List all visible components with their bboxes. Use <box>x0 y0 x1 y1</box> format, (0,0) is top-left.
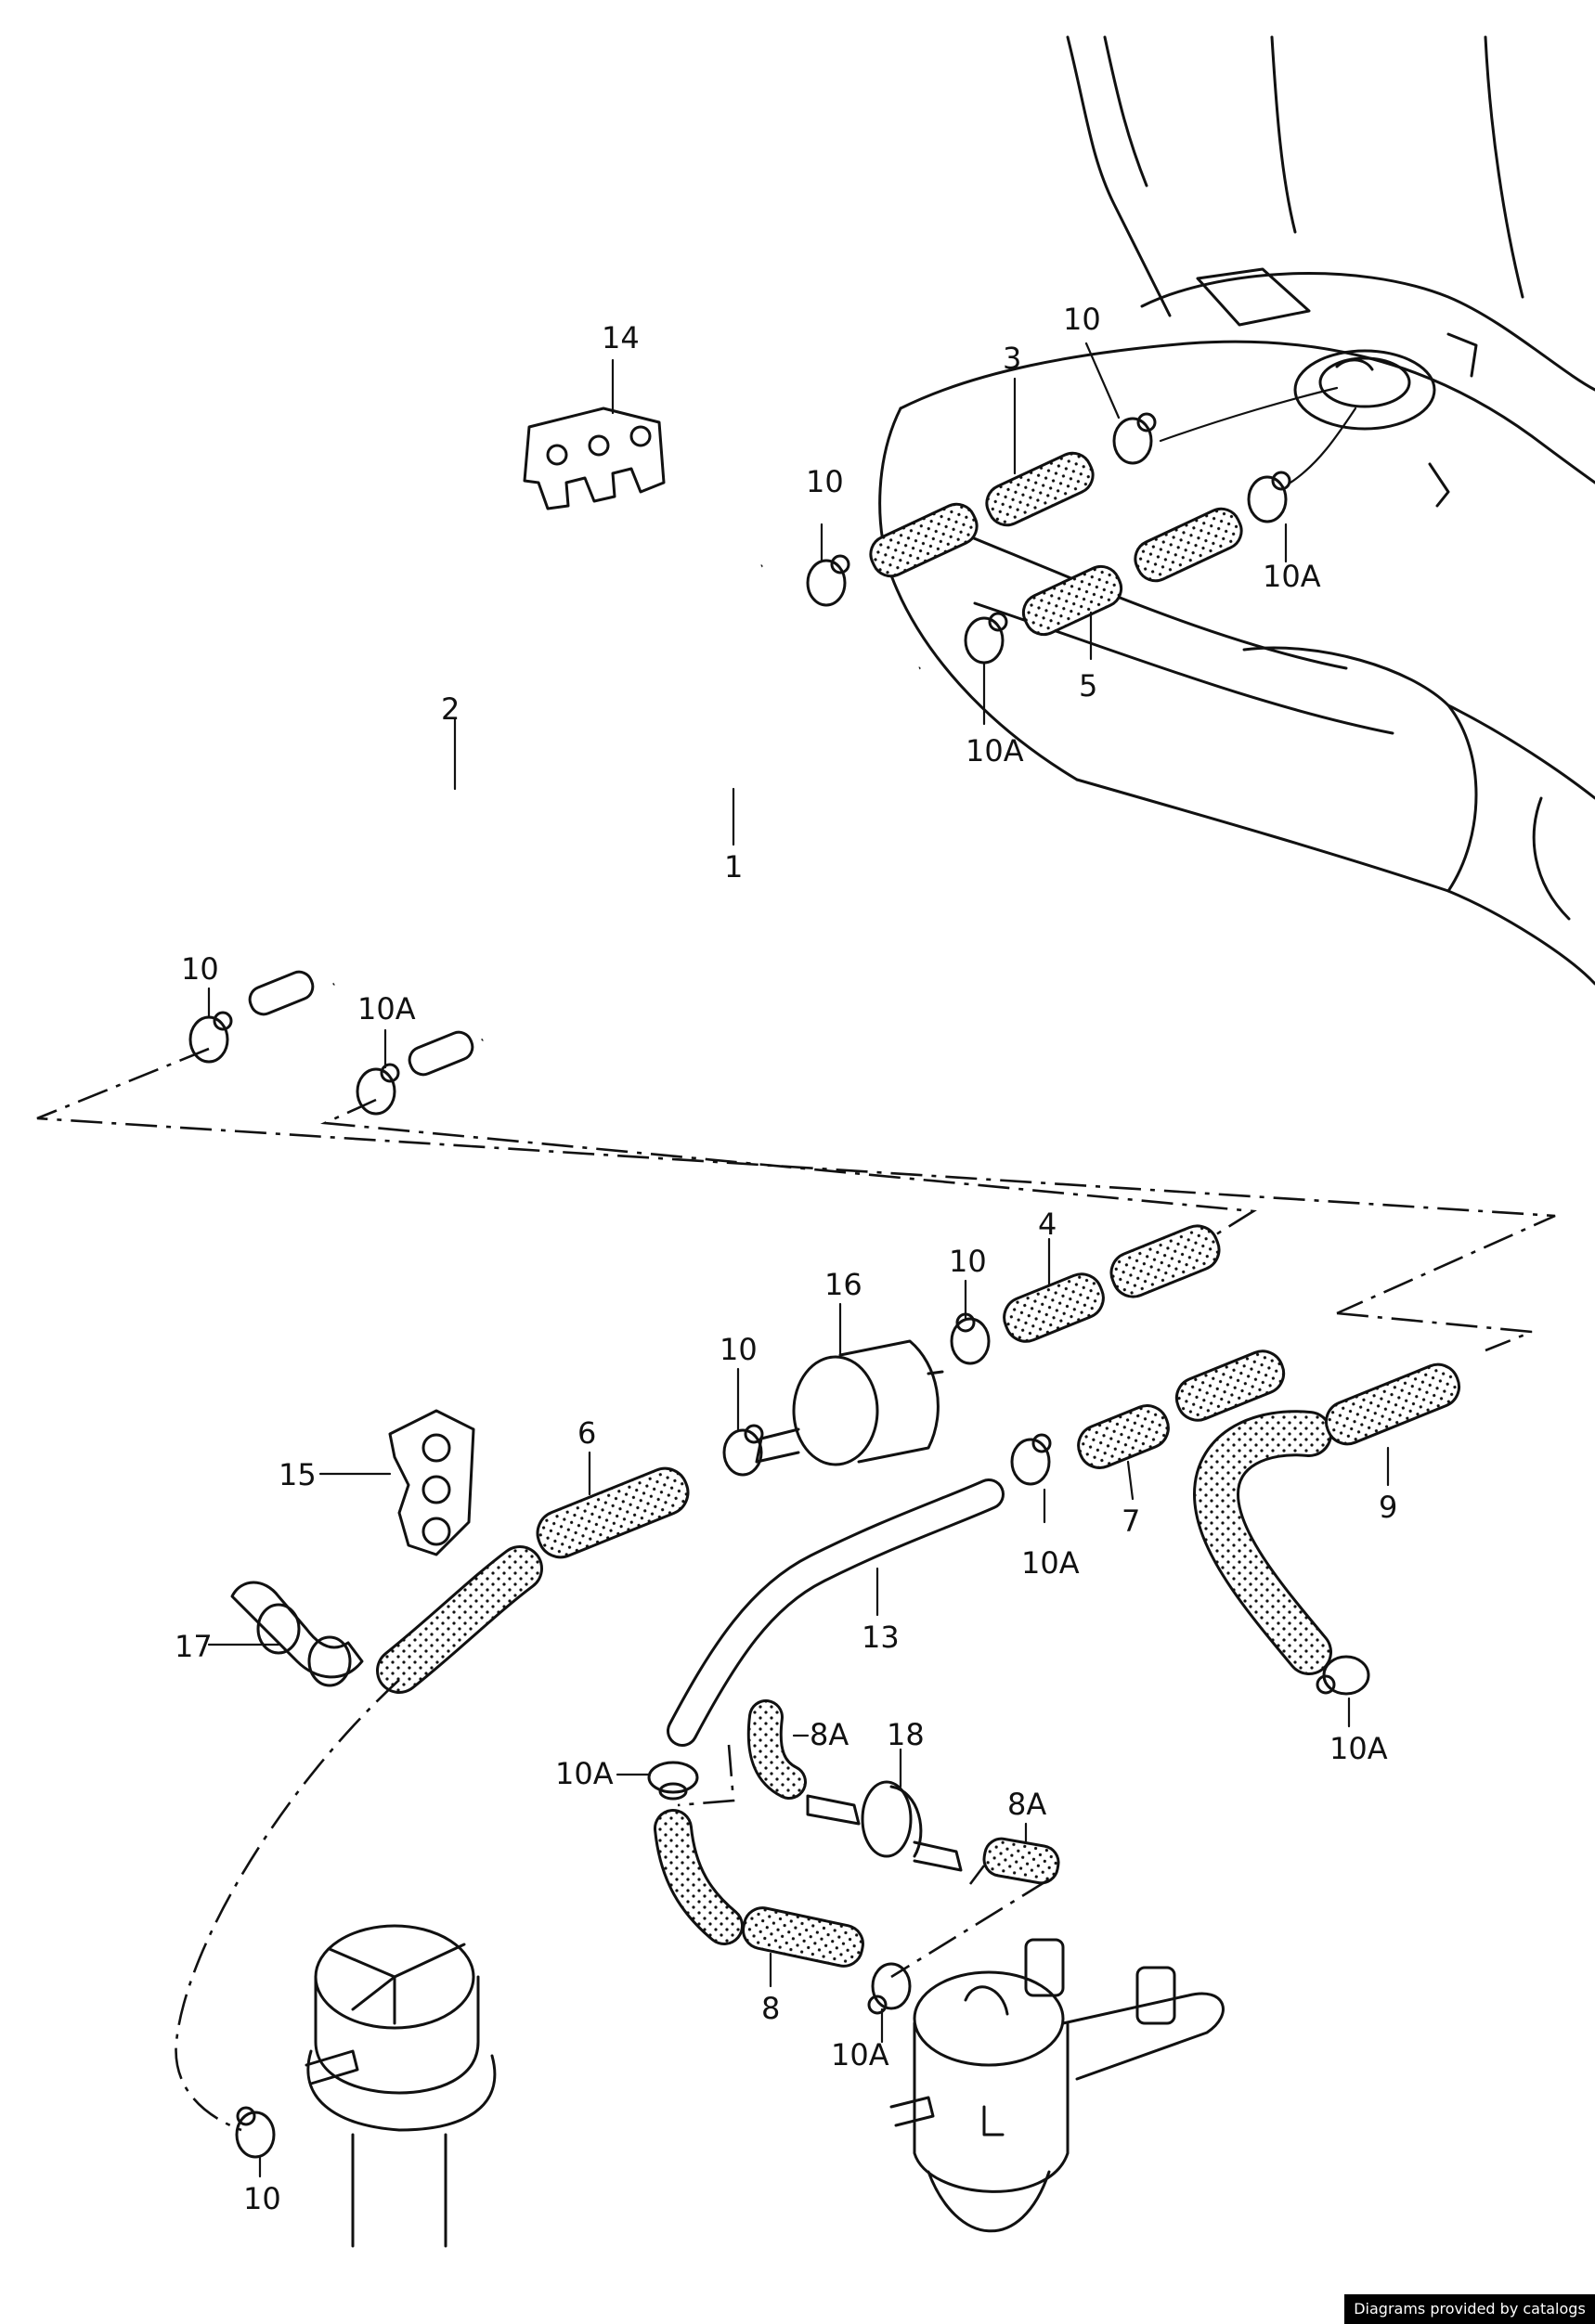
callout-9: 9 <box>1379 1490 1397 1525</box>
callout-10A-g: 10A <box>1329 1731 1388 1766</box>
callout-5: 5 <box>1079 668 1097 704</box>
callout-15: 15 <box>279 1457 317 1492</box>
callout-10A-f: 10A <box>831 2037 889 2072</box>
callout-8A-a: 8A <box>810 1717 849 1752</box>
dash-line-g <box>890 1878 1050 1979</box>
separator-line-a <box>36 1047 1556 1315</box>
callout-8: 8 <box>761 1991 780 2026</box>
callout-10-c: 10 <box>181 951 219 987</box>
callout-10A-b: 10A <box>966 733 1024 768</box>
separator-line-c <box>1336 1311 1533 1352</box>
separator-line-b <box>320 1098 1257 1236</box>
clip-15 <box>388 1409 475 1556</box>
lower-hoses <box>376 1224 1461 1968</box>
callout-8A-b: 8A <box>1007 1787 1046 1822</box>
dash-line-e <box>677 1744 735 1807</box>
clip-14 <box>523 407 666 510</box>
pressure-regulator <box>305 1924 497 2248</box>
callout-labels: 14 10 3 10 10A 5 10A 2 1 10 10A 4 10 16 … <box>175 302 1397 2216</box>
callout-14: 14 <box>602 320 640 355</box>
dash-line-f <box>968 1865 986 1885</box>
clip-17 <box>230 1581 364 1687</box>
fuel-filter-16 <box>755 1339 944 1466</box>
valve-18 <box>806 1780 963 1872</box>
attribution-footer: Diagrams provided by catalogs parts <box>1344 2294 1595 2324</box>
carbon-canister <box>889 1938 1225 2233</box>
callout-10-a: 10 <box>806 464 844 499</box>
callout-13: 13 <box>862 1620 900 1655</box>
callout-2: 2 <box>441 691 460 727</box>
upper-hoses <box>248 386 1357 1077</box>
dash-line-d <box>175 1679 400 2132</box>
callout-3: 3 <box>1003 341 1021 376</box>
callout-4: 4 <box>1038 1207 1057 1242</box>
leader-lines <box>207 342 1390 2178</box>
callout-18: 18 <box>887 1717 925 1752</box>
callout-10-e: 10 <box>720 1332 758 1367</box>
callout-16: 16 <box>824 1267 862 1302</box>
callout-10A-c: 10A <box>357 991 416 1026</box>
callout-17: 17 <box>175 1629 213 1664</box>
callout-7: 7 <box>1122 1504 1140 1539</box>
callout-10A-d: 10A <box>1021 1545 1080 1581</box>
callout-6: 6 <box>577 1415 596 1451</box>
callout-10-d: 10 <box>949 1244 987 1279</box>
callout-10-b: 10 <box>1063 302 1101 337</box>
callout-10A-a: 10A <box>1263 559 1321 594</box>
callout-10A-e: 10A <box>555 1756 614 1791</box>
callout-10-f: 10 <box>243 2181 281 2216</box>
callout-1: 1 <box>724 849 743 884</box>
